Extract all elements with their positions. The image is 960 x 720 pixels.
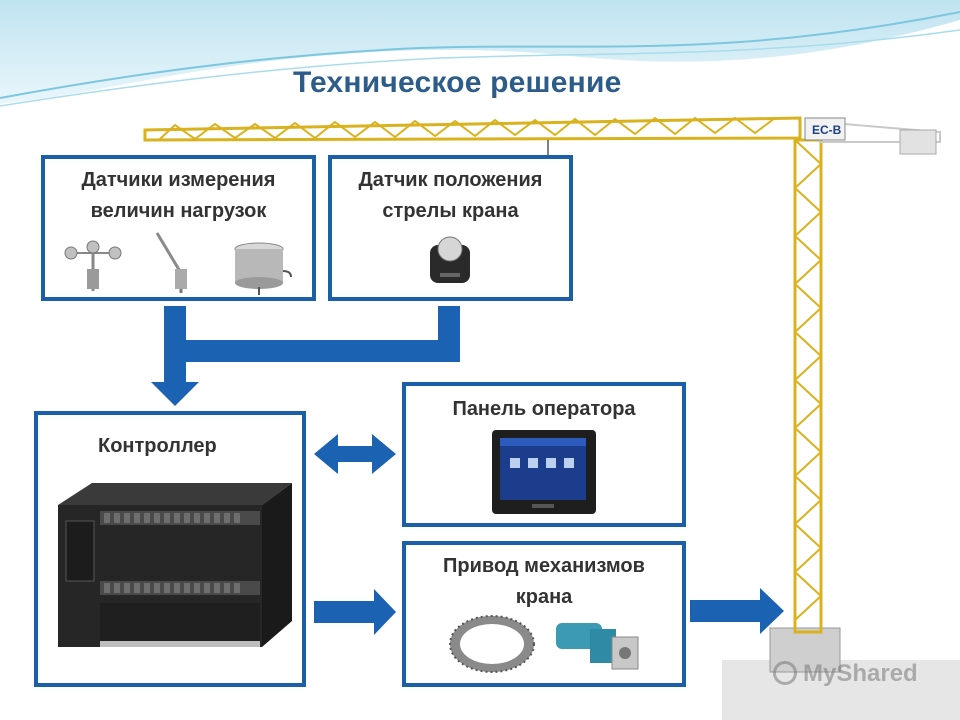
plc-controller-image — [58, 483, 292, 647]
crane-drive-box: Привод механизмов крана — [402, 541, 686, 687]
load-sensors-label-line1: Датчики измерения — [81, 169, 276, 191]
gear-motor-icon — [556, 623, 639, 670]
watermark-logo-icon — [773, 661, 797, 685]
boom-sensor-box: Датчик положения стрелы крана — [328, 155, 573, 301]
controller-panel-double-arrow — [314, 434, 396, 474]
controller-box: Контроллер — [34, 411, 306, 687]
drive-to-crane-arrow — [690, 588, 784, 634]
load-sensors-label-line2: величин нагрузок — [90, 200, 267, 222]
anemometer-icon — [64, 240, 122, 291]
watermark: MyShared — [773, 660, 918, 688]
header-wave-decoration — [0, 0, 960, 107]
controller-label: Контроллер — [98, 435, 217, 457]
boom-sensor-label-line1: Датчик положения — [358, 169, 543, 191]
load-sensors-box: Датчики измерения величин нагрузок — [41, 155, 316, 301]
crane-drive-label-line2: крана — [515, 586, 573, 608]
slide-title: Техническое решение — [293, 66, 622, 99]
sensors-to-controller-arrow — [151, 306, 460, 406]
operator-panel-label: Панель оператора — [452, 398, 636, 420]
boom-sensor-label-line2: стрелы крана — [382, 200, 519, 222]
hmi-panel-image — [492, 430, 596, 514]
load-cell-icon — [234, 242, 292, 295]
boom-position-sensor-icon — [430, 236, 470, 283]
crane-cab-label: EC-B — [812, 123, 842, 137]
watermark-text: MyShared — [803, 660, 918, 687]
controller-to-drive-arrow — [314, 589, 396, 635]
operator-panel-box: Панель оператора — [402, 382, 686, 527]
crane-drive-label-line1: Привод механизмов — [443, 555, 645, 577]
wind-vane-icon — [155, 232, 187, 293]
slewing-ring-icon — [449, 615, 535, 673]
